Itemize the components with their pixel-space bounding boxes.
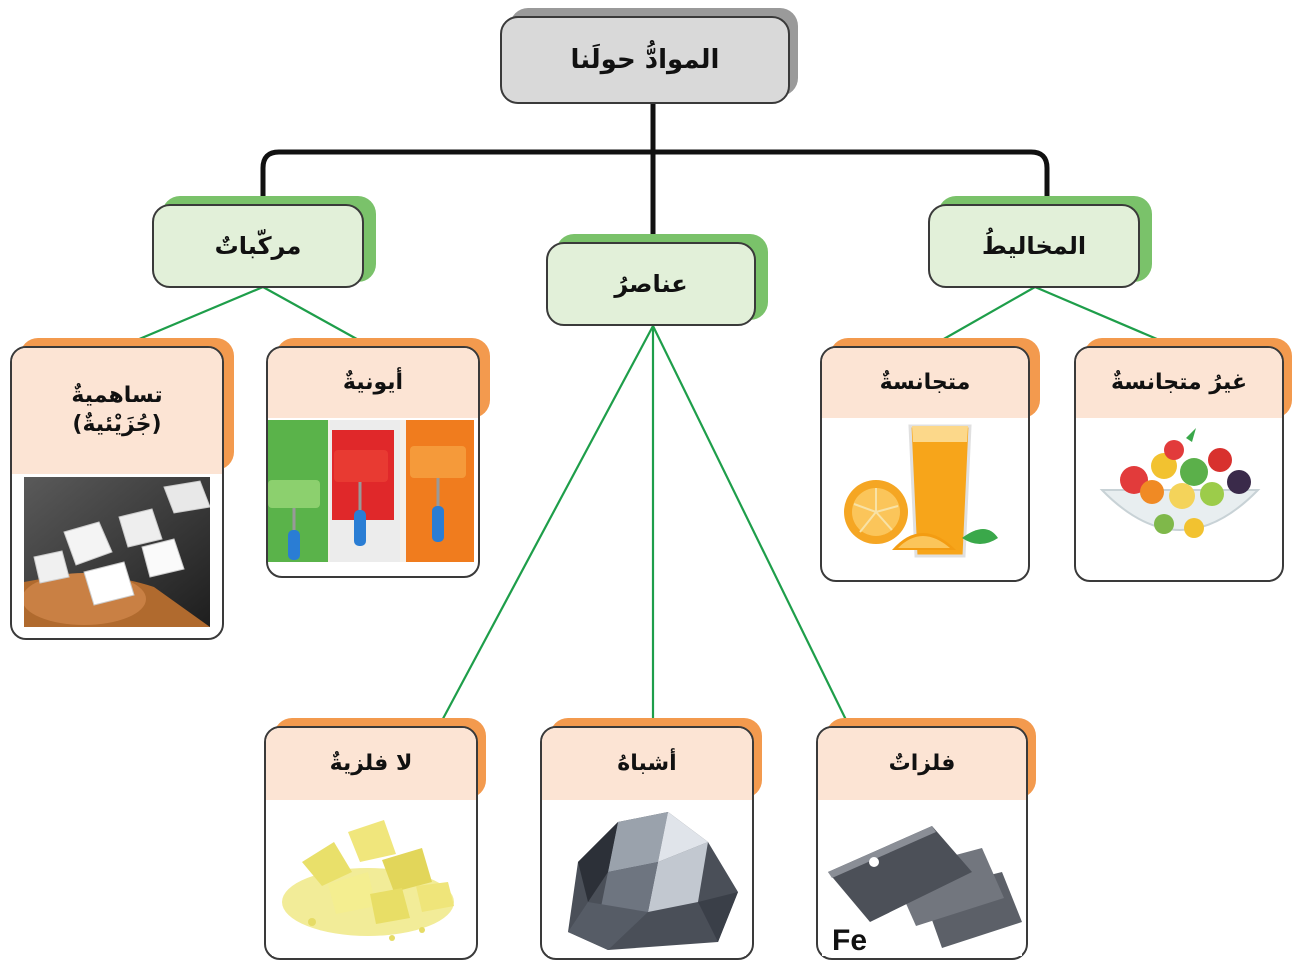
- root-to-categories-connector: [260, 98, 1050, 238]
- leaf-covalent-label: تساهميةٌ (جُزَيْئيةٌ): [12, 348, 222, 474]
- compounds-to-covalent-line: [117, 285, 264, 350]
- fruit-salad-image: [1094, 420, 1266, 580]
- elements-to-nonmetals-line: [437, 325, 654, 729]
- mixtures-to-homogeneous-line: [927, 286, 1036, 349]
- root-label: الموادُّ حولَنا: [500, 16, 790, 104]
- category-compounds-label: مركّباتٌ: [152, 204, 364, 288]
- orange-juice-image: [840, 420, 1012, 580]
- iron-plates-image: Fe: [822, 802, 1022, 956]
- sulfur-powder-image: [272, 802, 466, 956]
- fe-symbol: Fe: [832, 924, 867, 956]
- category-elements-label: عناصرُ: [546, 242, 756, 326]
- paint-rollers-image: [268, 420, 474, 562]
- leaf-heterogeneous-label: غيرُ متجانسةٌ: [1076, 348, 1282, 418]
- leaf-homogeneous-label: متجانسةٌ: [822, 348, 1028, 418]
- leaf-covalent-label-line2: (جُزَيْئيةٌ): [72, 412, 162, 437]
- leaf-ionic-label: أيونيةٌ: [268, 348, 478, 418]
- leaf-metalloids-label: أشباهُ: [542, 728, 752, 800]
- elements-to-metals-line: [652, 325, 851, 729]
- leaf-nonmetals-label: لا فلزيةٌ: [266, 728, 476, 800]
- compounds-to-ionic-line: [262, 286, 374, 349]
- leaf-metals-label: فلزاتٌ: [818, 728, 1026, 800]
- leaf-covalent-label-line1: تساهميةٌ: [71, 383, 163, 409]
- metalloid-chunk-image: [548, 802, 746, 956]
- mixtures-to-heterogeneous-line: [1034, 285, 1179, 350]
- category-mixtures-label: المخاليطُ: [928, 204, 1140, 288]
- sugar-cubes-image: [24, 477, 210, 627]
